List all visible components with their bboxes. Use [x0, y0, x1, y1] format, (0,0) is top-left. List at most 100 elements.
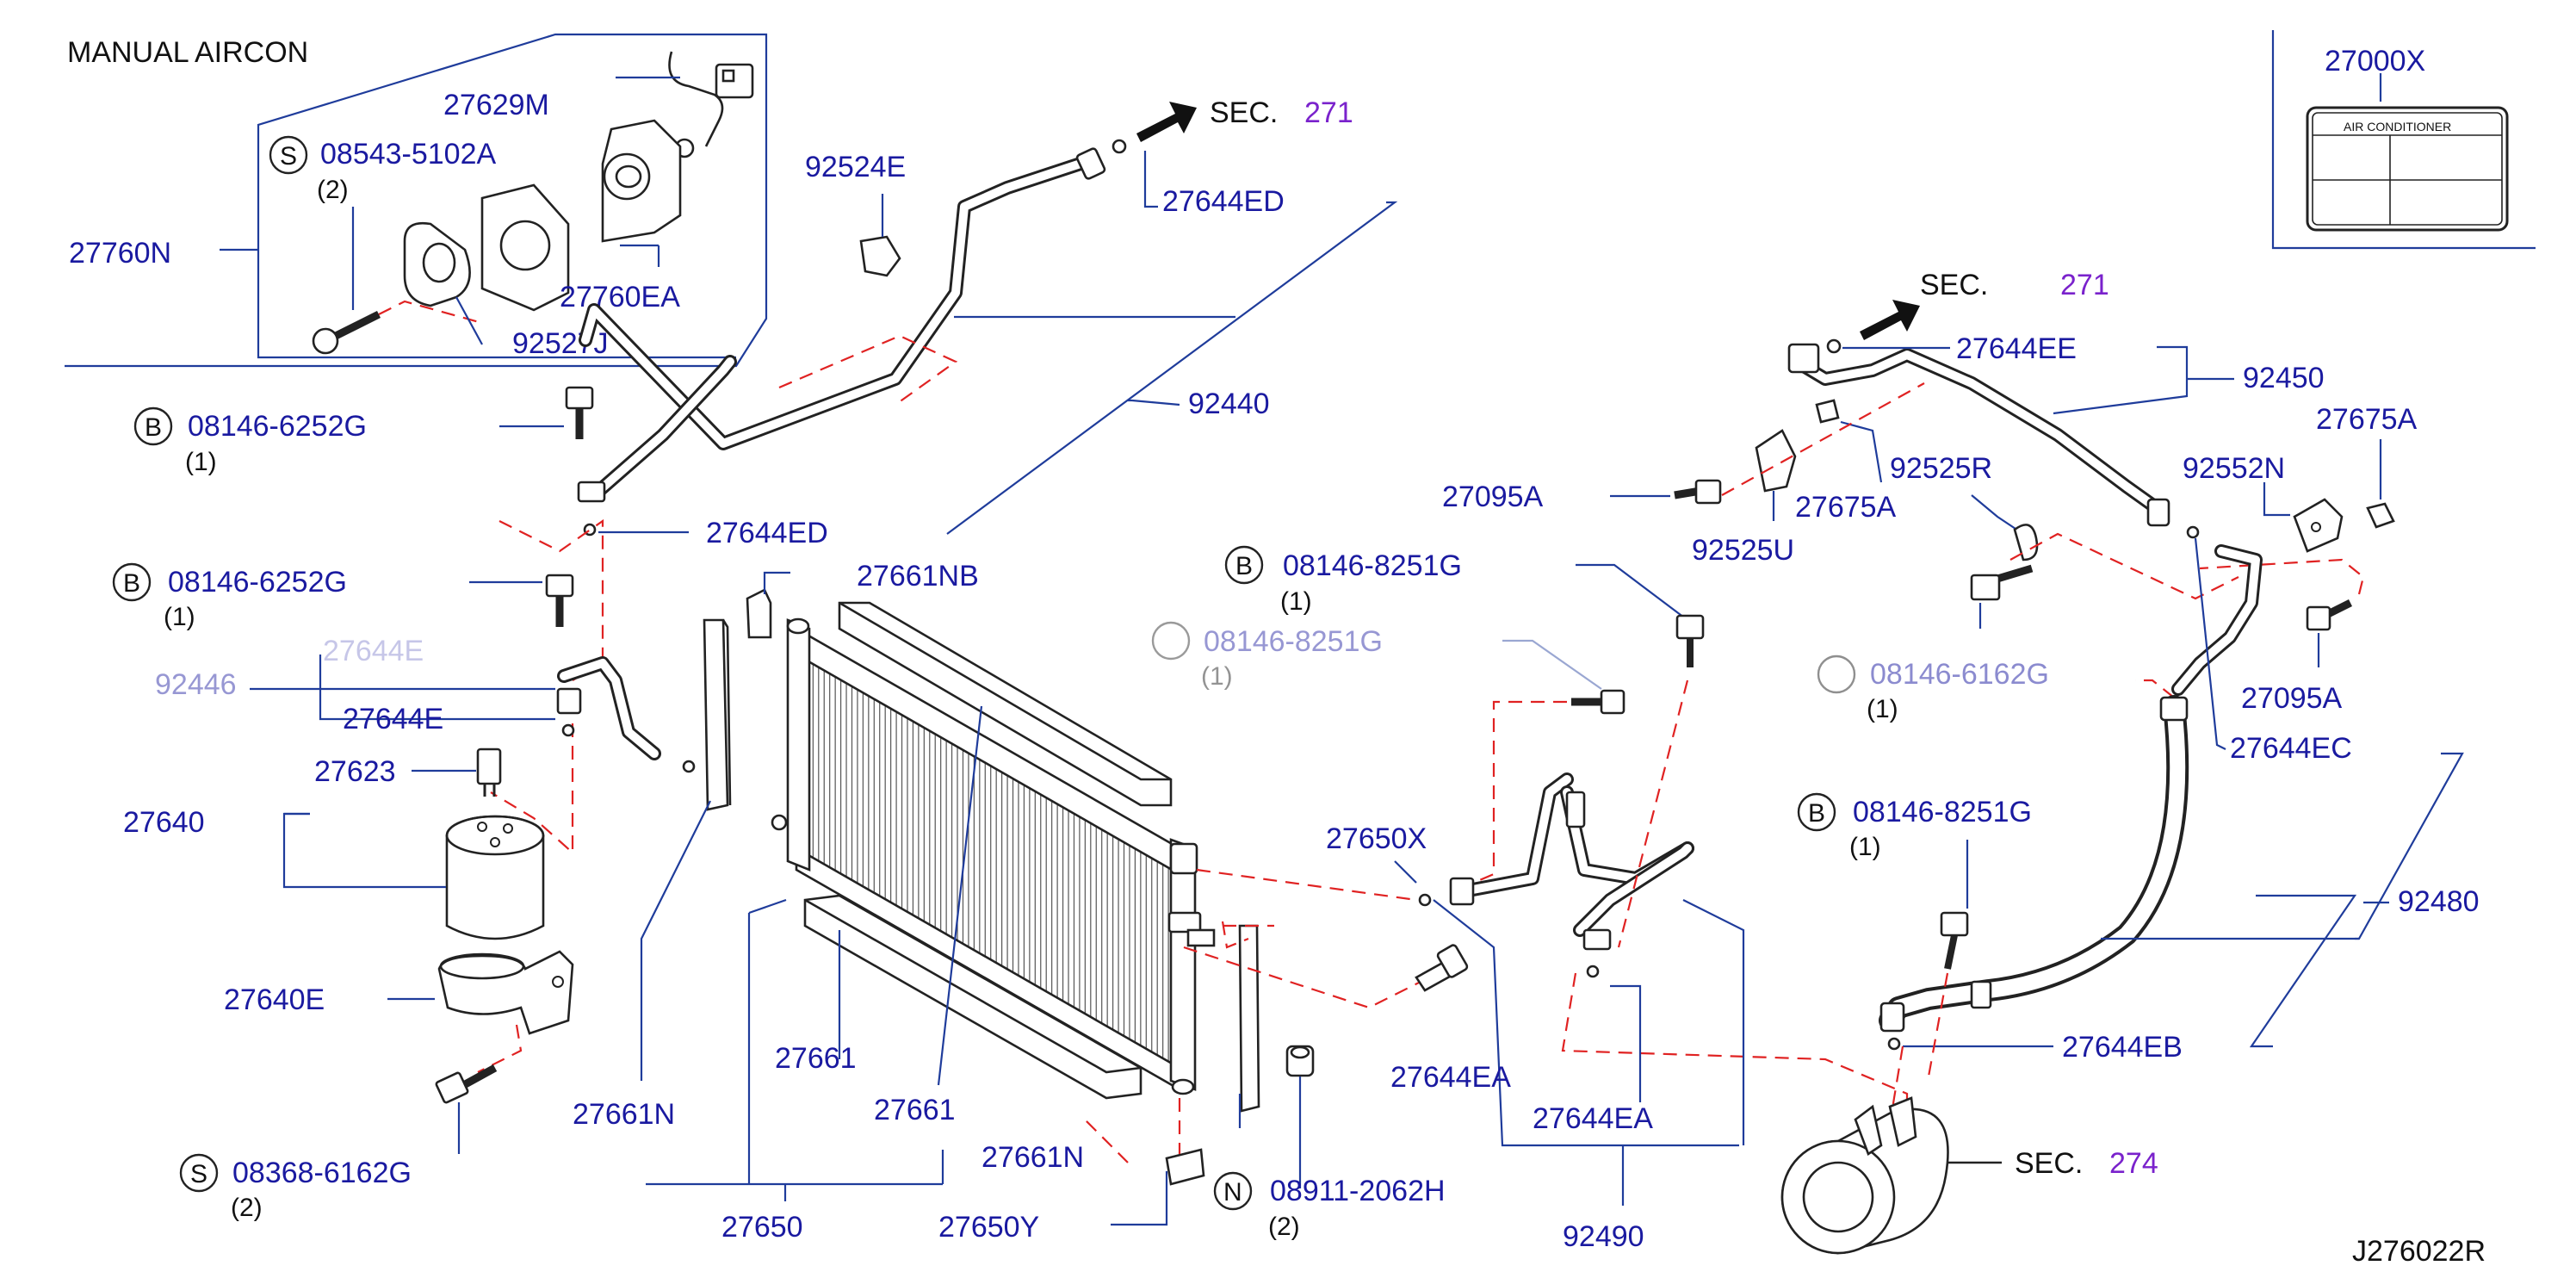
label-27661NB[interactable]: 27661NB: [857, 560, 979, 592]
prefix-b-circle-d: [1797, 792, 1836, 832]
bracket-92552N-icon: [2293, 498, 2344, 553]
sensor-27629M-icon: [668, 51, 754, 158]
label-27640[interactable]: 27640: [123, 806, 205, 839]
bolt-08146-6252G-a-icon: [565, 386, 594, 439]
sec-271-top: SEC. 271: [1136, 96, 1353, 142]
label-27095A-right[interactable]: 27095A: [2241, 682, 2343, 715]
prefix-b-circle-a: [133, 406, 173, 446]
label-08146-8251G-a[interactable]: 08146-8251G: [1283, 549, 1462, 582]
clip-92525U-icon: [1755, 429, 1797, 493]
qty-08146-6252G-a: (1): [185, 448, 217, 476]
sec-271-a[interactable]: 271: [1304, 96, 1353, 129]
label-08146-8251G-b[interactable]: 08146-8251G: [1853, 796, 2032, 828]
label-27095A-left[interactable]: 27095A: [1442, 481, 1544, 513]
prefix-s-circle-b: [179, 1153, 219, 1193]
inset-title: MANUAL AIRCON: [67, 36, 308, 69]
qty-08146-8251G-b: (1): [1849, 833, 1881, 861]
diagram-id: J276022R: [2352, 1235, 2486, 1268]
arrow-icon: [1860, 300, 1920, 340]
sec-271-b[interactable]: 271: [2060, 269, 2109, 301]
bracket-27650Y-icon: [1165, 1148, 1205, 1186]
label-27644ED-mid[interactable]: 27644ED: [706, 517, 828, 549]
sec-274: SEC. 274: [1941, 1147, 2158, 1180]
hose-92480-icon: [1879, 695, 2189, 1051]
bolt-27675A-right-icon: [2366, 502, 2395, 529]
label-92450[interactable]: 92450: [2243, 362, 2325, 394]
prefix-b-circle-faded: [1151, 621, 1191, 661]
label-92524E[interactable]: 92524E: [805, 151, 906, 183]
label-92490[interactable]: 92490: [1563, 1220, 1644, 1253]
label-27661-a[interactable]: 27661: [775, 1042, 857, 1075]
bolt-center-icon: [1571, 689, 1625, 715]
label-92440[interactable]: 92440: [1188, 388, 1270, 420]
label-27640E[interactable]: 27640E: [224, 983, 325, 1016]
label-27760N[interactable]: 27760N: [69, 237, 171, 270]
prefix-b-circle-c: [1224, 545, 1264, 585]
qty-08543: (2): [317, 176, 349, 204]
label-08146-6252G-a[interactable]: 08146-6252G: [188, 410, 367, 443]
prefix-b-circle-faded-b: [1817, 655, 1856, 694]
pipe-small-left-icon: [556, 656, 696, 773]
sec-label-c: SEC.: [2015, 1147, 2083, 1180]
label-92552N[interactable]: 92552N: [2183, 452, 2285, 485]
prefix-b-b: B: [123, 569, 140, 598]
label-27675A-right[interactable]: 27675A: [2316, 403, 2418, 436]
label-27661N-right[interactable]: 27661N: [981, 1141, 1084, 1174]
prefix-n: N: [1223, 1178, 1242, 1207]
bolt-08146-8251G-a-icon: [1675, 614, 1705, 667]
bracket-27760EA-icon: [403, 119, 682, 312]
label-27644ED-top[interactable]: 27644ED: [1162, 185, 1285, 218]
bolt-27675A-mid-icon: [1815, 399, 1840, 424]
bolt-08368-icon: [435, 1064, 498, 1104]
label-27650X[interactable]: 27650X: [1326, 822, 1427, 855]
sec-label-b: SEC.: [1920, 269, 1988, 301]
label-92446-faded[interactable]: 92446: [155, 668, 237, 701]
label-27623[interactable]: 27623: [314, 755, 396, 788]
label-27661N-left[interactable]: 27661N: [573, 1098, 675, 1131]
condenser-27650-icon: [703, 588, 1315, 1186]
label-27650[interactable]: 27650: [721, 1211, 803, 1244]
qty-08911: (2): [1268, 1213, 1300, 1241]
label-27644E[interactable]: 27644E: [343, 703, 443, 735]
bolt-27095A-left-icon: [1674, 479, 1722, 505]
label-92525R[interactable]: 92525R: [1890, 452, 1992, 485]
label-27644EA-a[interactable]: 27644EA: [1390, 1061, 1511, 1094]
valve-27650X-icon: [1415, 944, 1469, 992]
sec-274[interactable]: 274: [2109, 1147, 2158, 1180]
label-92480[interactable]: 92480: [2398, 885, 2480, 918]
label-27760EA[interactable]: 27760EA: [560, 281, 680, 313]
label-27644EA-b[interactable]: 27644EA: [1533, 1102, 1653, 1135]
receiver-drier-27640-icon: [445, 815, 545, 940]
label-27000X[interactable]: 27000X: [2325, 45, 2425, 78]
arrow-icon: [1136, 102, 1197, 142]
compressor-icon: [1780, 1096, 1949, 1255]
prefix-s-circle-a: [269, 135, 308, 175]
pipe-92440-icon: [577, 139, 1127, 537]
pipe-92490-icon: [1449, 772, 1694, 978]
label-92525U[interactable]: 92525U: [1692, 534, 1794, 567]
label-08911-2062H[interactable]: 08911-2062H: [1270, 1175, 1446, 1207]
prefix-b-circle-b: [112, 562, 152, 602]
prefix-s-b: S: [190, 1160, 207, 1188]
clip-92525R-icon: [2013, 524, 2039, 561]
prefix-b-d: B: [1808, 799, 1825, 828]
label-27644EB[interactable]: 27644EB: [2062, 1031, 2183, 1064]
label-card: 27000X AIR CONDITIONER: [2271, 30, 2536, 250]
label-08368-6162G[interactable]: 08368-6162G: [232, 1157, 412, 1189]
label-27644EC[interactable]: 27644EC: [2230, 732, 2352, 765]
qty-08146-6252G-b: (1): [164, 603, 195, 631]
label-08146-6252G-b[interactable]: 08146-6252G: [168, 566, 347, 599]
label-27629M[interactable]: 27629M: [443, 89, 549, 121]
prefix-b-a: B: [145, 413, 162, 442]
label-27644EE[interactable]: 27644EE: [1956, 332, 2077, 365]
label-08146-6162G-faded[interactable]: 08146-6162G: [1870, 658, 2049, 691]
clip-92524E-icon: [859, 235, 901, 277]
label-08543-5102A[interactable]: 08543-5102A: [320, 138, 497, 171]
sec-label-a: SEC.: [1210, 96, 1278, 129]
bolt-08543-icon: [312, 310, 381, 355]
label-27675A-mid[interactable]: 27675A: [1795, 491, 1897, 524]
label-27650Y[interactable]: 27650Y: [938, 1211, 1039, 1244]
label-08146-8251G-faded[interactable]: 08146-8251G: [1204, 625, 1383, 658]
label-27661-b[interactable]: 27661: [874, 1094, 956, 1126]
label-27644E-faded[interactable]: 27644E: [323, 635, 424, 667]
